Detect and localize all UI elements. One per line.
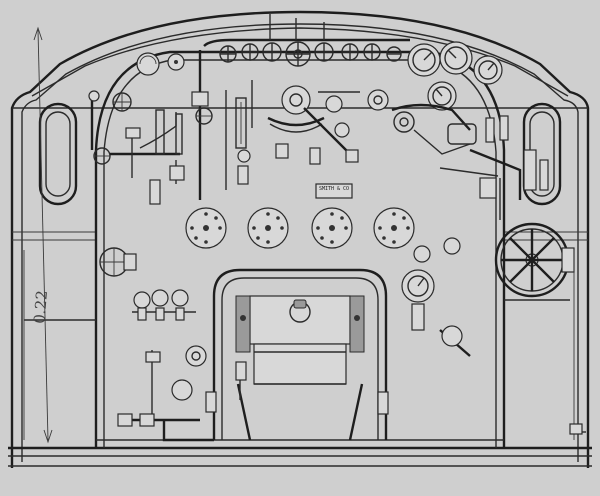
regulator-quadrant xyxy=(251,80,360,165)
floor-details xyxy=(23,250,586,440)
left-cab-window xyxy=(38,102,78,206)
left-controls xyxy=(88,90,185,205)
reverser-handwheel xyxy=(494,222,575,298)
cab-outline xyxy=(8,10,592,468)
gauge-row-top xyxy=(136,14,503,111)
maker-plate xyxy=(315,183,353,199)
damper-discs xyxy=(185,207,415,249)
lower-left-injectors xyxy=(99,247,247,442)
right-mechanism xyxy=(367,89,549,220)
center-left-fittings xyxy=(191,50,289,200)
handwritten-dimension-note: 0.22 xyxy=(30,289,52,325)
dimension-arrow xyxy=(33,26,53,444)
firedoor xyxy=(212,268,388,441)
maker-plate-label: SMITH & CO xyxy=(318,186,350,192)
lower-right-controls xyxy=(377,237,471,415)
